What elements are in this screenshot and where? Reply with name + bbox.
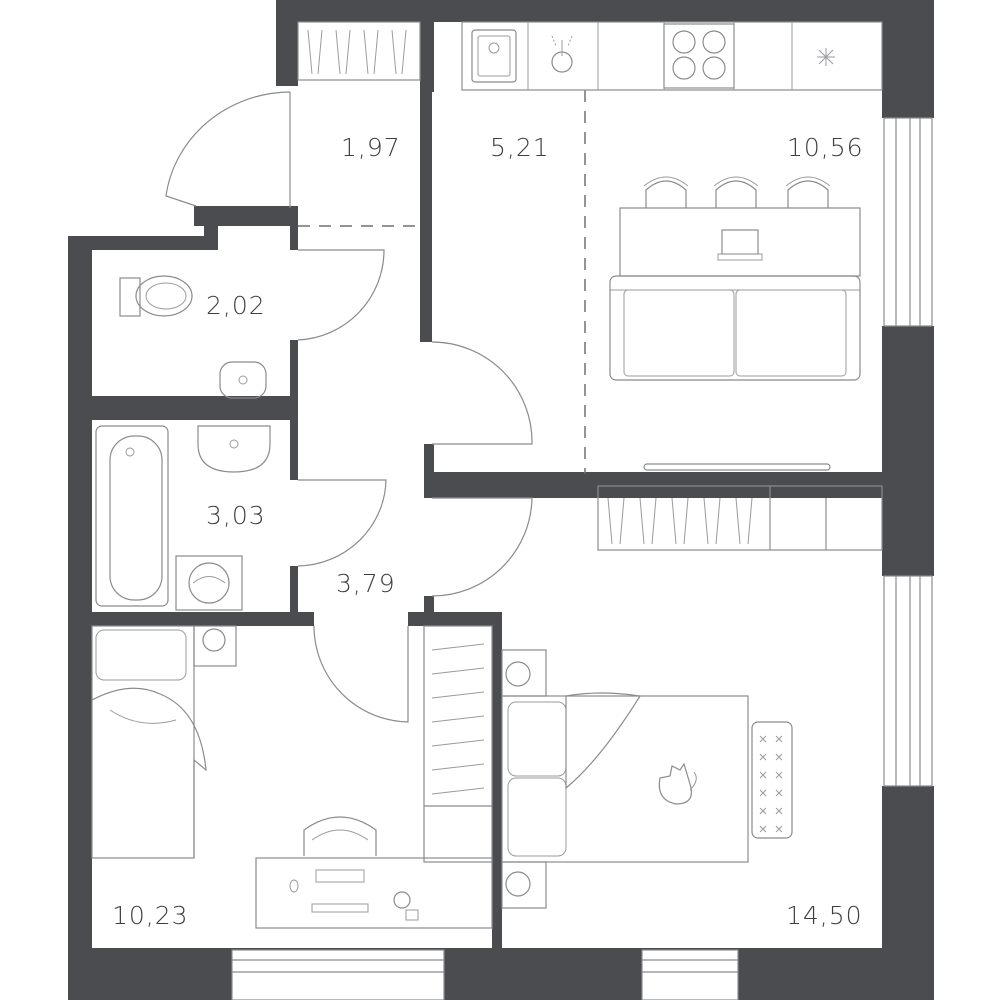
tv-stand <box>643 463 831 471</box>
furniture <box>91 21 883 929</box>
cooktop-icon <box>663 23 735 89</box>
door-kitchen <box>431 341 533 445</box>
area-labels: 1,97 5,21 10,56 2,02 3,03 3,79 10,23 14,… <box>112 133 864 930</box>
area-label-wc: 2,02 <box>206 291 266 320</box>
area-label-kitchen: 5,21 <box>490 133 550 162</box>
zone-dividers <box>298 90 586 474</box>
door-bedroom-large <box>431 497 533 597</box>
window-bedroom-large-side <box>883 575 933 787</box>
fridge-icon <box>817 48 835 66</box>
doors <box>165 91 533 723</box>
double-bed <box>501 692 749 863</box>
bath-sink-icon <box>197 425 271 473</box>
windows <box>231 117 933 1000</box>
dining-table <box>619 207 861 277</box>
toilet-icon <box>119 275 193 317</box>
sofa <box>609 275 861 381</box>
door-bath <box>297 479 387 567</box>
area-label-bedroom-small: 10,23 <box>112 901 189 930</box>
window-bedroom-small <box>231 949 445 1000</box>
washing-machine-icon <box>175 555 243 611</box>
walls <box>68 0 934 1000</box>
laptop-icon <box>717 229 763 261</box>
nightstand-top <box>501 649 547 697</box>
kitchen-counter <box>461 21 883 91</box>
area-label-corridor: 3,79 <box>336 569 396 598</box>
nightstand-small <box>193 625 237 667</box>
dining-chairs <box>643 176 831 208</box>
faucet-icon <box>551 35 573 73</box>
door-bedroom-small <box>313 625 409 723</box>
area-label-hall: 1,97 <box>341 133 401 162</box>
area-label-bedroom-large: 14,50 <box>786 901 863 930</box>
living-wardrobe <box>597 485 883 551</box>
wc-sink-icon <box>219 361 267 399</box>
window-bedroom-large-bottom <box>641 949 739 1000</box>
window-living <box>883 117 933 327</box>
single-bed <box>91 625 207 859</box>
bench <box>751 721 793 839</box>
hall-wardrobe <box>297 21 421 81</box>
area-label-living: 10,56 <box>787 133 864 162</box>
cat-icon <box>658 762 697 805</box>
area-label-bath: 3,03 <box>206 501 266 530</box>
nightstand-bottom <box>501 861 547 909</box>
desk-chair <box>303 816 377 856</box>
entrance-door <box>165 91 291 208</box>
desk <box>255 857 493 929</box>
door-wc <box>297 249 385 341</box>
bathtub-icon <box>95 425 169 607</box>
bedroom-wardrobe <box>423 625 493 863</box>
sink-icon <box>471 29 517 83</box>
